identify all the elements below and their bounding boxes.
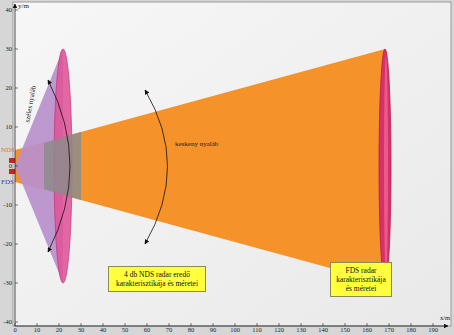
radar-unit — [9, 169, 15, 174]
box-text: FDS radar karakterisztikája és méretei — [335, 266, 387, 293]
tick-label: 40 — [6, 6, 13, 14]
x-tick — [147, 323, 148, 326]
tick-label: -40 — [3, 318, 12, 326]
caption-box: FDS radar karakterisztikája és méretei — [330, 262, 392, 297]
fds-beam — [15, 49, 385, 283]
tick-label: -20 — [3, 240, 12, 248]
y-tick — [15, 49, 18, 50]
y-axis — [15, 4, 16, 326]
tick-label: 80 — [188, 326, 195, 334]
x-tick — [367, 323, 368, 326]
x-tick — [257, 323, 258, 326]
y-tick — [15, 205, 18, 206]
x-tick — [103, 323, 104, 326]
beam-width-arc — [145, 90, 168, 244]
tick-label: 20 — [56, 326, 63, 334]
box-text: 4 db NDS radar eredő karakterisztikája é… — [113, 270, 201, 288]
x-tick — [169, 323, 170, 326]
tick-label: 100 — [230, 326, 240, 334]
tick-label: 190 — [428, 326, 438, 334]
beam-overlap — [44, 132, 81, 200]
tick-label: 70 — [166, 326, 173, 334]
tick-label: -10 — [3, 201, 12, 209]
x-tick — [191, 323, 192, 326]
fds-beam-end-highlight — [384, 56, 388, 276]
tick-label: 150 — [340, 326, 350, 334]
tick-label: 130 — [296, 326, 306, 334]
radar-name: FDS — [1, 178, 14, 186]
x-tick — [81, 323, 82, 326]
x-tick — [279, 323, 280, 326]
y-tick — [15, 88, 18, 89]
x-tick — [345, 323, 346, 326]
y-tick — [15, 166, 18, 167]
tick-label: 170 — [384, 326, 394, 334]
tick-label: 30 — [6, 45, 13, 53]
tick-label: 10 — [34, 326, 41, 334]
x-tick — [15, 323, 16, 326]
x-tick — [59, 323, 60, 326]
x-tick — [301, 323, 302, 326]
tick-label: 50 — [122, 326, 129, 334]
tick-label: 90 — [210, 326, 217, 334]
x-tick — [213, 323, 214, 326]
tick-label: 160 — [362, 326, 372, 334]
y-tick — [15, 322, 18, 323]
tick-label: 0 — [13, 326, 16, 334]
tick-label: 30 — [78, 326, 85, 334]
tick-label: 180 — [406, 326, 416, 334]
plot-area — [13, 2, 451, 326]
tick-label: 10 — [6, 123, 13, 131]
tick-label: 140 — [318, 326, 328, 334]
y-tick — [15, 10, 18, 11]
axis-title: y/m — [18, 2, 29, 10]
radar-name: NDS — [1, 146, 15, 154]
axis-ticks — [15, 10, 433, 326]
x-tick — [125, 323, 126, 326]
fds-beam-end — [379, 49, 391, 283]
x-tick — [389, 323, 390, 326]
tick-label: 20 — [6, 84, 13, 92]
y-tick — [15, 244, 18, 245]
x-tick — [323, 323, 324, 326]
tick-label: 60 — [144, 326, 151, 334]
x-tick — [37, 323, 38, 326]
beam-width-arc — [48, 80, 70, 252]
tick-label: -30 — [3, 279, 12, 287]
x-tick — [235, 323, 236, 326]
x-tick — [411, 323, 412, 326]
tick-label: 0 — [9, 162, 12, 170]
y-tick — [15, 127, 18, 128]
beam-label: keskeny nyaláb — [175, 140, 218, 148]
x-tick — [433, 323, 434, 326]
y-tick — [15, 283, 18, 284]
tick-label: 110 — [252, 326, 262, 334]
axis-title: x/m — [440, 314, 450, 322]
tick-label: 120 — [274, 326, 284, 334]
tick-label: 40 — [100, 326, 107, 334]
caption-box: 4 db NDS radar eredő karakterisztikája é… — [108, 266, 206, 292]
